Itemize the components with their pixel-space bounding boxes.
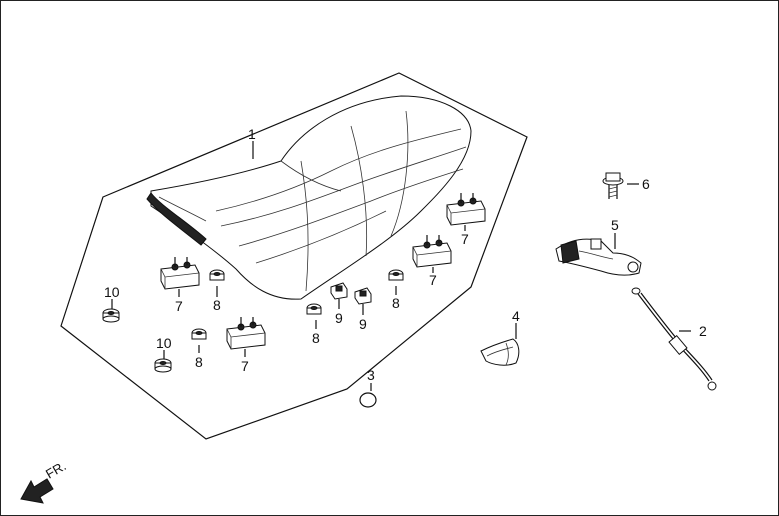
seat-lock xyxy=(555,238,642,276)
callout-9b: 9 xyxy=(359,316,367,332)
seat-bracket xyxy=(480,338,520,366)
callout-10a: 10 xyxy=(104,284,120,300)
callout-8c: 8 xyxy=(312,330,320,346)
callout-4: 4 xyxy=(512,308,520,324)
callout-9a: 9 xyxy=(335,310,343,326)
assembly-outline xyxy=(60,72,528,440)
nut-group xyxy=(191,269,404,340)
front-direction-indicator: FR. xyxy=(20,458,69,504)
o-ring xyxy=(359,392,377,408)
callout-3: 3 xyxy=(367,367,375,383)
callout-7a: 7 xyxy=(175,298,183,314)
seat-buffer xyxy=(226,317,266,350)
callout-7d: 7 xyxy=(461,231,469,247)
flange-nut-group xyxy=(102,308,172,373)
front-label: FR. xyxy=(43,458,69,481)
callout-1: 1 xyxy=(248,126,256,142)
callout-8a: 8 xyxy=(213,297,221,313)
seat-buffer xyxy=(446,193,486,226)
seat xyxy=(146,95,472,300)
callout-6: 6 xyxy=(642,176,650,192)
seat-buffer xyxy=(160,257,200,290)
front-arrow-icon xyxy=(20,478,54,504)
clip-group xyxy=(330,282,372,305)
callout-8b: 8 xyxy=(195,354,203,370)
seat-buffer-group xyxy=(160,193,486,350)
callout-8d: 8 xyxy=(392,295,400,311)
callout-7c: 7 xyxy=(429,272,437,288)
seat-lock-cable xyxy=(631,287,717,391)
callout-2: 2 xyxy=(699,323,707,339)
flange-bolt xyxy=(602,172,624,199)
callout-5: 5 xyxy=(611,217,619,233)
seat-buffer xyxy=(412,235,452,268)
callout-7b: 7 xyxy=(241,358,249,374)
callout-10b: 10 xyxy=(156,335,172,351)
leader-lines xyxy=(111,141,691,391)
callout-labels: 1 2 3 4 5 6 7 7 7 7 8 8 8 8 9 9 10 10 xyxy=(104,126,707,383)
